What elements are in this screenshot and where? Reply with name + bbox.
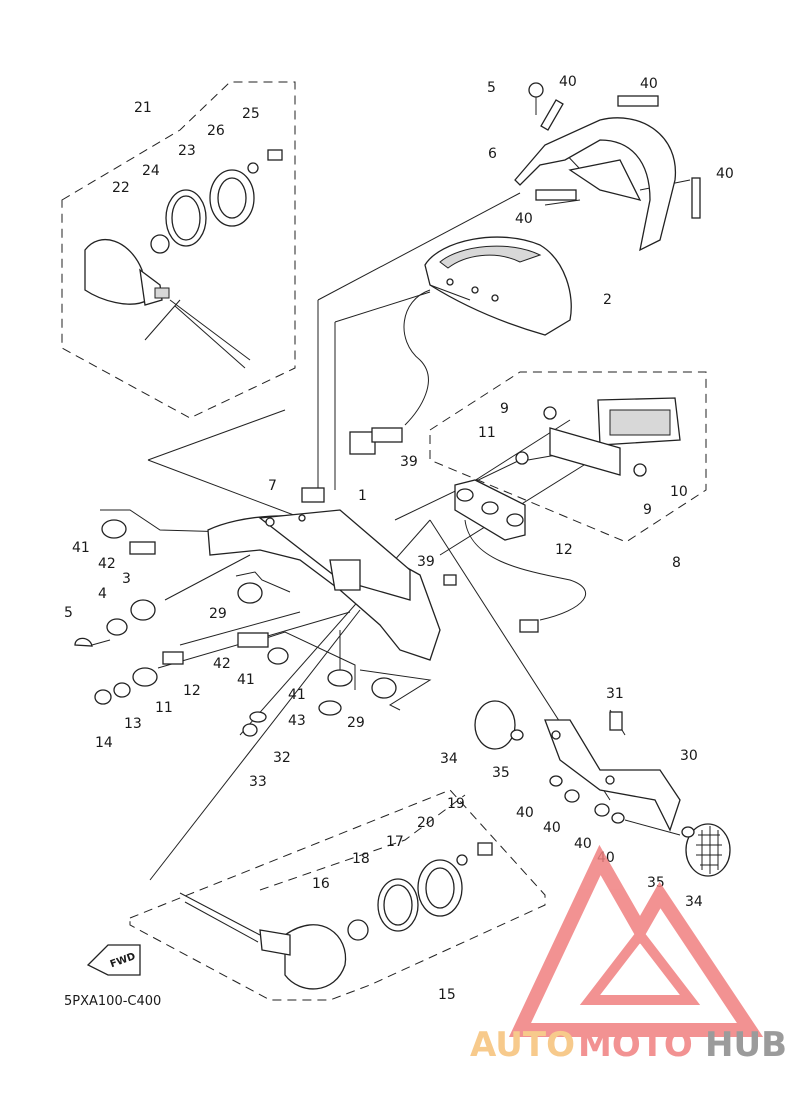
- callout-38-a: 40: [543, 820, 561, 836]
- callout-40-c: 40: [716, 166, 734, 182]
- diagram-code: 5PXA100-C400: [64, 994, 161, 1009]
- group-box-17-inner: [259, 794, 466, 891]
- callout-1: 1: [358, 488, 367, 504]
- callout-16: 14: [95, 735, 113, 751]
- callout-5-top: 5: [487, 80, 496, 96]
- callouts: 21 25 26 23 24 22 5 40 40 6 40 40 2 9 11…: [64, 74, 734, 1003]
- callout-34-a: 34: [440, 751, 458, 767]
- callout-42-b: 42: [213, 656, 231, 672]
- callout-14: 12: [183, 683, 201, 699]
- callout-37: 39: [400, 454, 418, 470]
- rear-fender-1: [207, 487, 441, 661]
- callout-11: 11: [478, 425, 496, 441]
- callout-43: 43: [288, 713, 306, 729]
- reflector-34-right: [549, 775, 731, 877]
- license-bracket-12: [454, 479, 587, 633]
- callout-29-b: 29: [347, 715, 365, 731]
- group-box-23: [61, 81, 296, 419]
- callout-36: 39: [417, 554, 435, 570]
- callout-32: 32: [273, 750, 291, 766]
- callout-42-a: 42: [98, 556, 116, 572]
- callout-40-a: 40: [559, 74, 577, 90]
- watermark-auto: AUTO: [470, 1025, 575, 1065]
- callout-41-a: 41: [72, 540, 90, 556]
- callout-41-b: 41: [237, 672, 255, 688]
- watermark-moto: MOTO: [578, 1025, 693, 1065]
- cover-6: [514, 82, 701, 252]
- callout-38-b: 40: [574, 836, 592, 852]
- callout-34-b: 34: [685, 894, 703, 910]
- callout-4: 4: [98, 586, 107, 602]
- callout-39-a: 40: [516, 805, 534, 821]
- callout-33: 33: [249, 774, 267, 790]
- callout-20: 18: [352, 851, 370, 867]
- reflector-bracket-30: [544, 711, 681, 832]
- callout-13: 11: [155, 700, 173, 716]
- callout-17: 15: [438, 987, 456, 1003]
- callout-5-left: 5: [64, 605, 73, 621]
- callout-27: 25: [242, 106, 260, 122]
- group-box-17: [129, 789, 546, 1001]
- callout-18: 16: [312, 876, 330, 892]
- callout-25: 23: [178, 143, 196, 159]
- callout-23: 21: [134, 100, 152, 116]
- callout-22: 20: [417, 815, 435, 831]
- hardware-left: [74, 519, 457, 737]
- tail-lamp-2: [349, 236, 572, 455]
- group-box-8: [429, 371, 707, 543]
- callout-2: 2: [603, 292, 612, 308]
- callout-9-a: 9: [500, 401, 509, 417]
- assembly-lines: [100, 147, 691, 881]
- callout-30: 30: [680, 748, 698, 764]
- reflector-34-left: [474, 700, 524, 750]
- callout-40-b: 40: [640, 76, 658, 92]
- callout-8: 8: [672, 555, 681, 571]
- callout-21: 19: [447, 796, 465, 812]
- license-lamp-10: [515, 397, 681, 477]
- callout-35-a: 35: [492, 765, 510, 781]
- callout-3: 3: [122, 571, 131, 587]
- callout-41-c: 41: [288, 687, 306, 703]
- callout-26: 24: [142, 163, 160, 179]
- callout-29-a: 29: [209, 606, 227, 622]
- callout-15: 13: [124, 716, 142, 732]
- callout-6: 6: [488, 146, 497, 162]
- fwd-arrow-icon: FWD: [86, 944, 141, 976]
- watermark-hub: HUB: [705, 1025, 787, 1065]
- callout-24: 22: [112, 180, 130, 196]
- callout-28: 26: [207, 123, 225, 139]
- turn-signal-17: [179, 842, 493, 990]
- callout-12: 12: [555, 542, 573, 558]
- callout-19: 17: [386, 834, 404, 850]
- callout-10: 10: [670, 484, 688, 500]
- turn-signal-23: [84, 149, 283, 369]
- callout-7: 7: [268, 478, 277, 494]
- callout-31: 31: [606, 686, 624, 702]
- callout-9-b: 9: [643, 502, 652, 518]
- callout-40-d: 40: [515, 211, 533, 227]
- automotohub-watermark-logo: AUTO MOTO HUB: [470, 844, 787, 1065]
